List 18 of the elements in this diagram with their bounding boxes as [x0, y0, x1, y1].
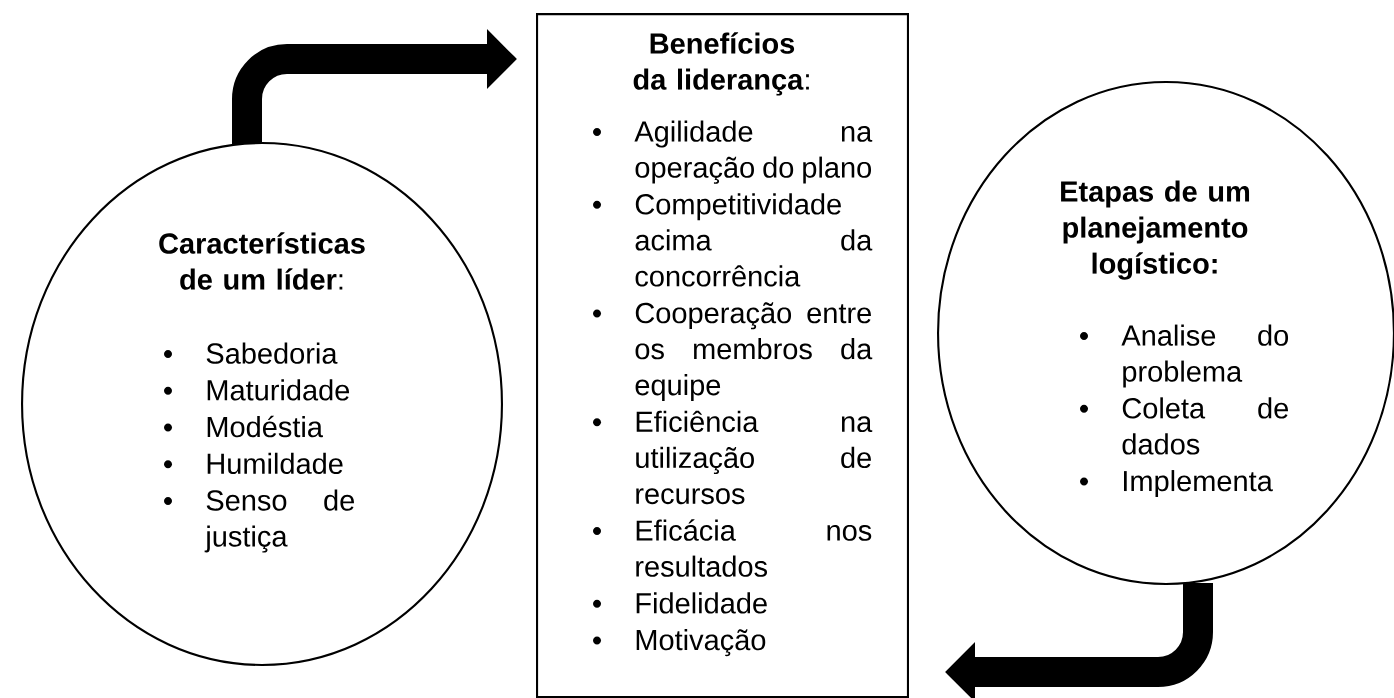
heading-text: Características de um líder:: [159, 232, 365, 290]
bullet-item: Motivação: [593, 629, 766, 657]
bullet-item: Maturidade: [164, 379, 350, 401]
bullet-item: Implementa: [1080, 470, 1273, 498]
bullet-item: Humildade: [164, 452, 343, 474]
bullet-item: Sabedoria: [164, 342, 338, 364]
bullet-item: Modéstia: [164, 415, 323, 438]
bullet-item: Agilidade na operação do plano: [593, 120, 873, 184]
bullet-item: Analise do problema: [1080, 324, 1289, 388]
bullet-item: Competitividade acima da concorrência: [593, 193, 873, 287]
bullet-item: Eficácia nos resultados: [593, 519, 872, 577]
bullet-item: Fidelidade: [593, 592, 767, 614]
heading-text: Etapas de um planejamento logístico:: [1061, 180, 1250, 280]
bullet-item: Cooperação entre os membros da equipe: [593, 302, 873, 402]
bullet-item: Coleta de dados: [1080, 397, 1288, 455]
bullet-item: Eficiência na utilização de recursos: [593, 410, 873, 505]
heading-text: Benefícios da liderança:: [633, 32, 809, 96]
bullet-item: Senso de justiça: [164, 489, 354, 553]
